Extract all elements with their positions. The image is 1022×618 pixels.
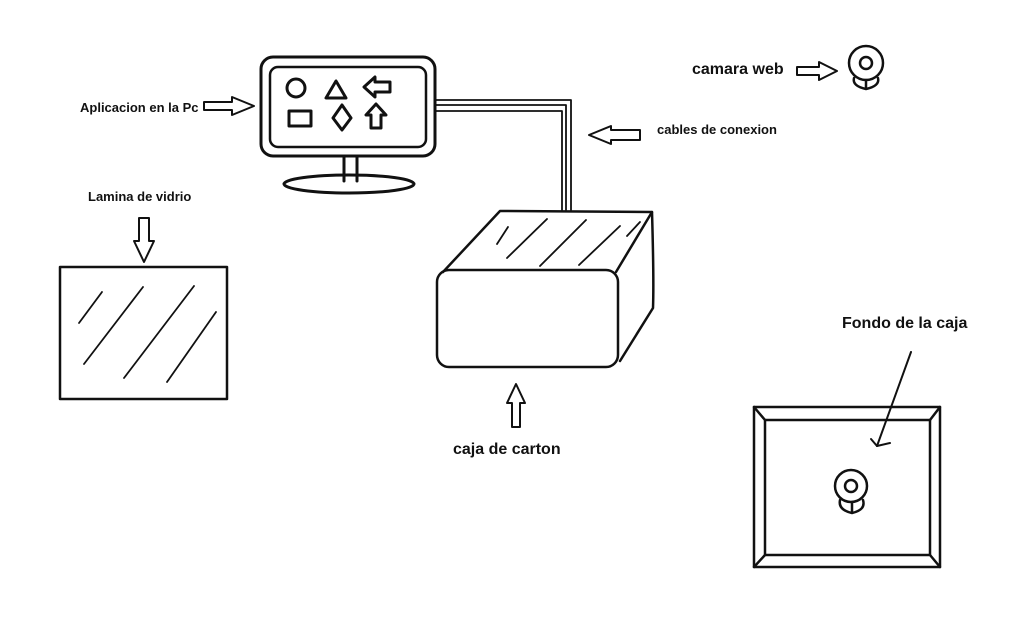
circle-icon: [285, 77, 307, 99]
connection-cables: [435, 99, 572, 211]
diamond-icon: [331, 103, 353, 132]
label-app: Aplicacion en la Pc: [80, 100, 199, 115]
arrow-to-monitor: [203, 96, 255, 116]
label-box-bottom: Fondo de la caja: [842, 315, 968, 332]
label-cables: cables de conexion: [657, 122, 777, 137]
label-box: caja de carton: [453, 441, 561, 458]
arrow-to-box: [506, 383, 526, 428]
up-arrow-icon: [364, 102, 388, 130]
pointer-to-box-bottom: [870, 351, 912, 447]
cardboard-box: [435, 209, 655, 369]
box-bottom: [752, 405, 942, 569]
left-arrow-icon: [362, 75, 392, 99]
glass-sheet: [58, 265, 229, 401]
label-webcam: camara web: [692, 61, 784, 78]
rectangle-icon: [287, 109, 313, 128]
arrow-to-glass: [133, 217, 155, 263]
arrow-to-cables: [588, 125, 641, 145]
webcam-in-box-icon: [833, 468, 869, 515]
webcam-icon: [847, 44, 885, 91]
triangle-icon: [324, 79, 348, 100]
arrow-to-webcam: [796, 61, 838, 81]
pc-monitor: [259, 55, 437, 195]
label-glass: Lamina de vidrio: [88, 189, 192, 204]
